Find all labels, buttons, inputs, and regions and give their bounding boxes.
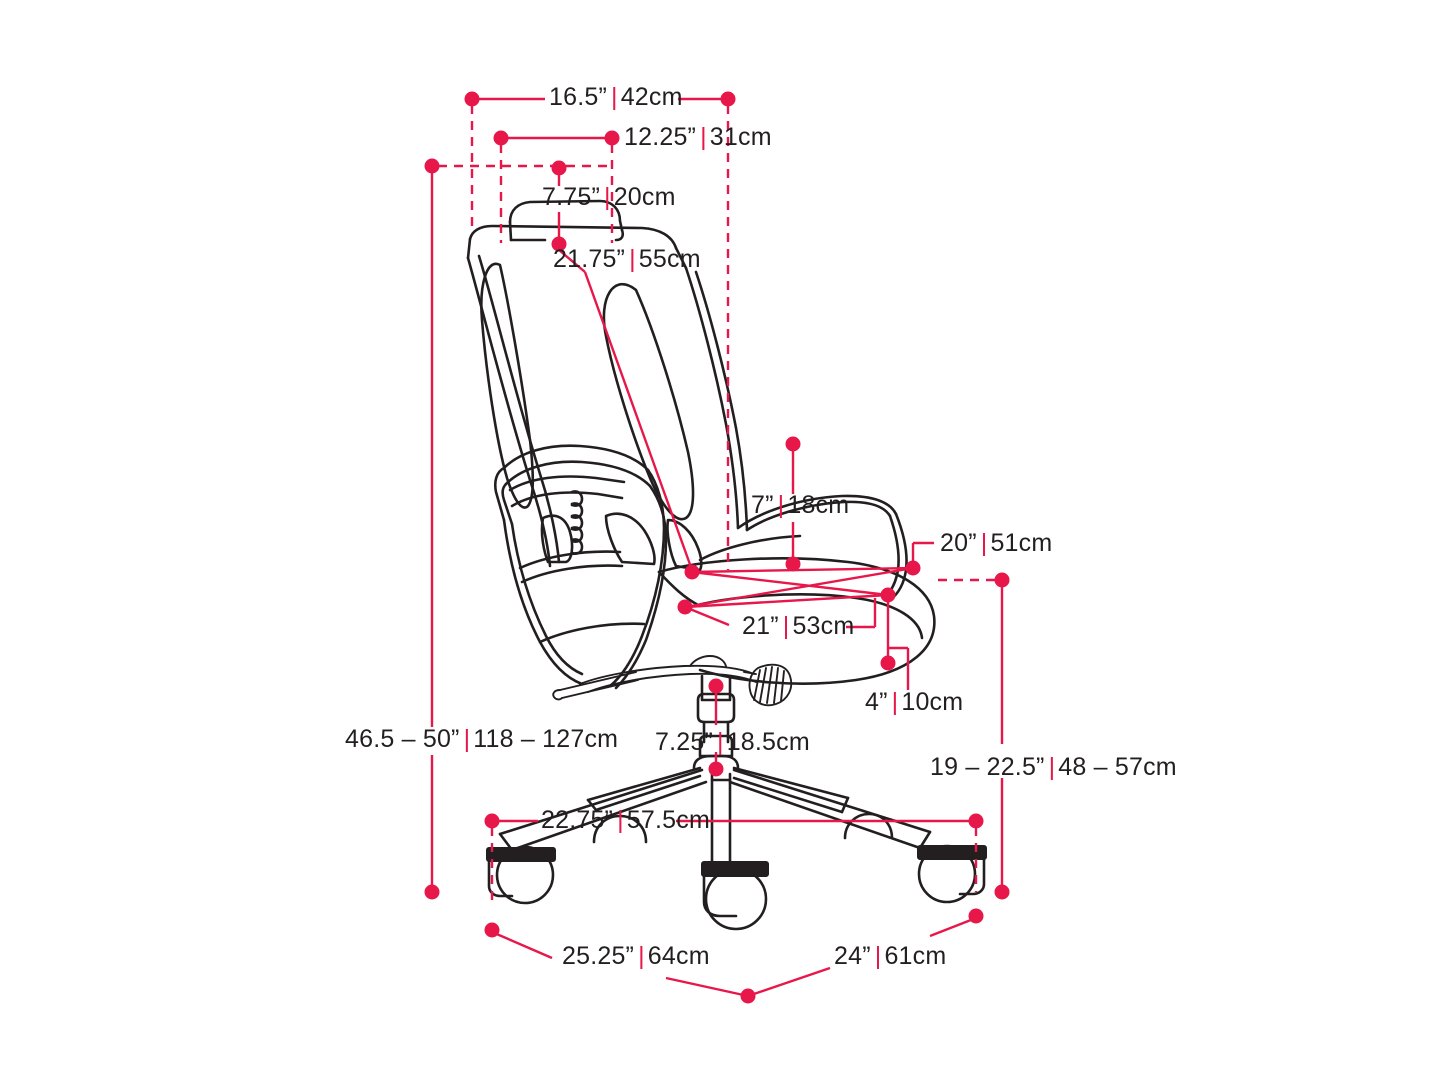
imperial-value: 7”: [751, 491, 774, 519]
unit-separator: |: [891, 688, 899, 716]
casters: [486, 812, 987, 931]
unit-separator: |: [610, 83, 618, 111]
unit-separator: |: [1048, 753, 1056, 781]
backrest-mesh-left: [480, 262, 535, 509]
dim-cylinder-height: [708, 678, 724, 777]
dim-seat-height: [938, 572, 1010, 900]
label-headrest-height: 7.75”|20cm: [542, 185, 676, 210]
imperial-value: 25.25”: [562, 942, 635, 970]
label-backrest-upper-width: 12.25”|31cm: [624, 125, 772, 150]
imperial-value: 16.5”: [549, 83, 607, 111]
imperial-value: 21”: [742, 612, 779, 640]
metric-value: 31cm: [709, 123, 772, 151]
unit-separator: |: [980, 529, 988, 557]
metric-value: 51cm: [990, 529, 1053, 557]
metric-value: 42cm: [620, 83, 683, 111]
unit-separator: |: [700, 123, 707, 151]
unit-separator: |: [874, 942, 882, 970]
unit-separator: |: [603, 183, 611, 211]
chair-base: [498, 754, 932, 866]
metric-value: 20cm: [613, 183, 676, 211]
metric-value: 10cm: [901, 688, 964, 716]
dim-overall-height: [424, 158, 440, 900]
metric-value: 61cm: [884, 942, 947, 970]
dim-seat-depth: [684, 598, 877, 629]
backrest-mesh-right: [602, 282, 695, 521]
label-seat-thickness: 4”|10cm: [865, 690, 963, 715]
imperial-value: 4”: [865, 688, 888, 716]
metric-value: 55cm: [638, 245, 701, 273]
seat-pan: [502, 518, 646, 686]
dimension-annotations: [424, 91, 1010, 1004]
metric-value: 64cm: [647, 942, 710, 970]
metric-value: 48 – 57cm: [1058, 753, 1177, 781]
label-seat-height: 19 – 22.5”|48 – 57cm: [930, 755, 1177, 780]
imperial-value: 7.25”: [655, 728, 713, 756]
metric-value: 18.5cm: [726, 728, 810, 756]
armrest-left: [493, 444, 668, 690]
metric-value: 118 – 127cm: [473, 725, 619, 753]
metric-value: 18cm: [787, 491, 850, 519]
label-backrest-height: 21.75”|55cm: [553, 247, 701, 272]
dim-seat-width: [905, 541, 934, 576]
lumbar-mesh: [540, 512, 703, 572]
imperial-value: 20”: [940, 529, 977, 557]
label-base-span: 22.75”|57.5cm: [541, 808, 710, 833]
unit-separator: |: [782, 612, 790, 640]
label-cylinder-height: 7.25”|18.5cm: [655, 730, 810, 755]
unit-separator: |: [638, 942, 645, 970]
imperial-value: 12.25”: [624, 123, 697, 151]
dim-backrest-upper-width: [493, 130, 620, 243]
label-overall-height: 46.5 – 50”|118 – 127cm: [345, 727, 618, 752]
unit-separator: |: [463, 725, 471, 753]
dim-seat-back-height: [785, 436, 801, 572]
dim-base-diagonal-right: [747, 908, 984, 998]
label-base-diagonal-right: 24”|61cm: [834, 944, 946, 969]
imperial-value: 7.75”: [542, 183, 600, 211]
label-seat-width: 20”|51cm: [940, 531, 1052, 556]
tilt-mechanism: [552, 655, 793, 707]
label-seat-back-height: 7”|18cm: [751, 493, 849, 518]
unit-separator: |: [617, 806, 624, 834]
imperial-value: 19 – 22.5”: [930, 753, 1045, 781]
metric-value: 57.5cm: [626, 806, 710, 834]
chair-illustration: [466, 199, 987, 931]
dim-headrest-width: [464, 91, 736, 570]
unit-separator: |: [629, 245, 636, 273]
label-headrest-width: 16.5”|42cm: [549, 85, 683, 110]
imperial-value: 24”: [834, 942, 871, 970]
label-seat-depth: 21”|53cm: [742, 614, 854, 639]
unit-separator: |: [716, 728, 724, 756]
dim-base-span: [484, 813, 984, 902]
metric-value: 53cm: [792, 612, 855, 640]
dim-seat-thickness: [880, 598, 910, 690]
imperial-value: 22.75”: [541, 806, 614, 834]
imperial-value: 46.5 – 50”: [345, 725, 460, 753]
label-base-diagonal-left: 25.25”|64cm: [562, 944, 710, 969]
imperial-value: 21.75”: [553, 245, 626, 273]
dim-headrest-height: [551, 160, 567, 252]
unit-separator: |: [777, 491, 785, 519]
dim-seat-crossing: [677, 566, 914, 615]
